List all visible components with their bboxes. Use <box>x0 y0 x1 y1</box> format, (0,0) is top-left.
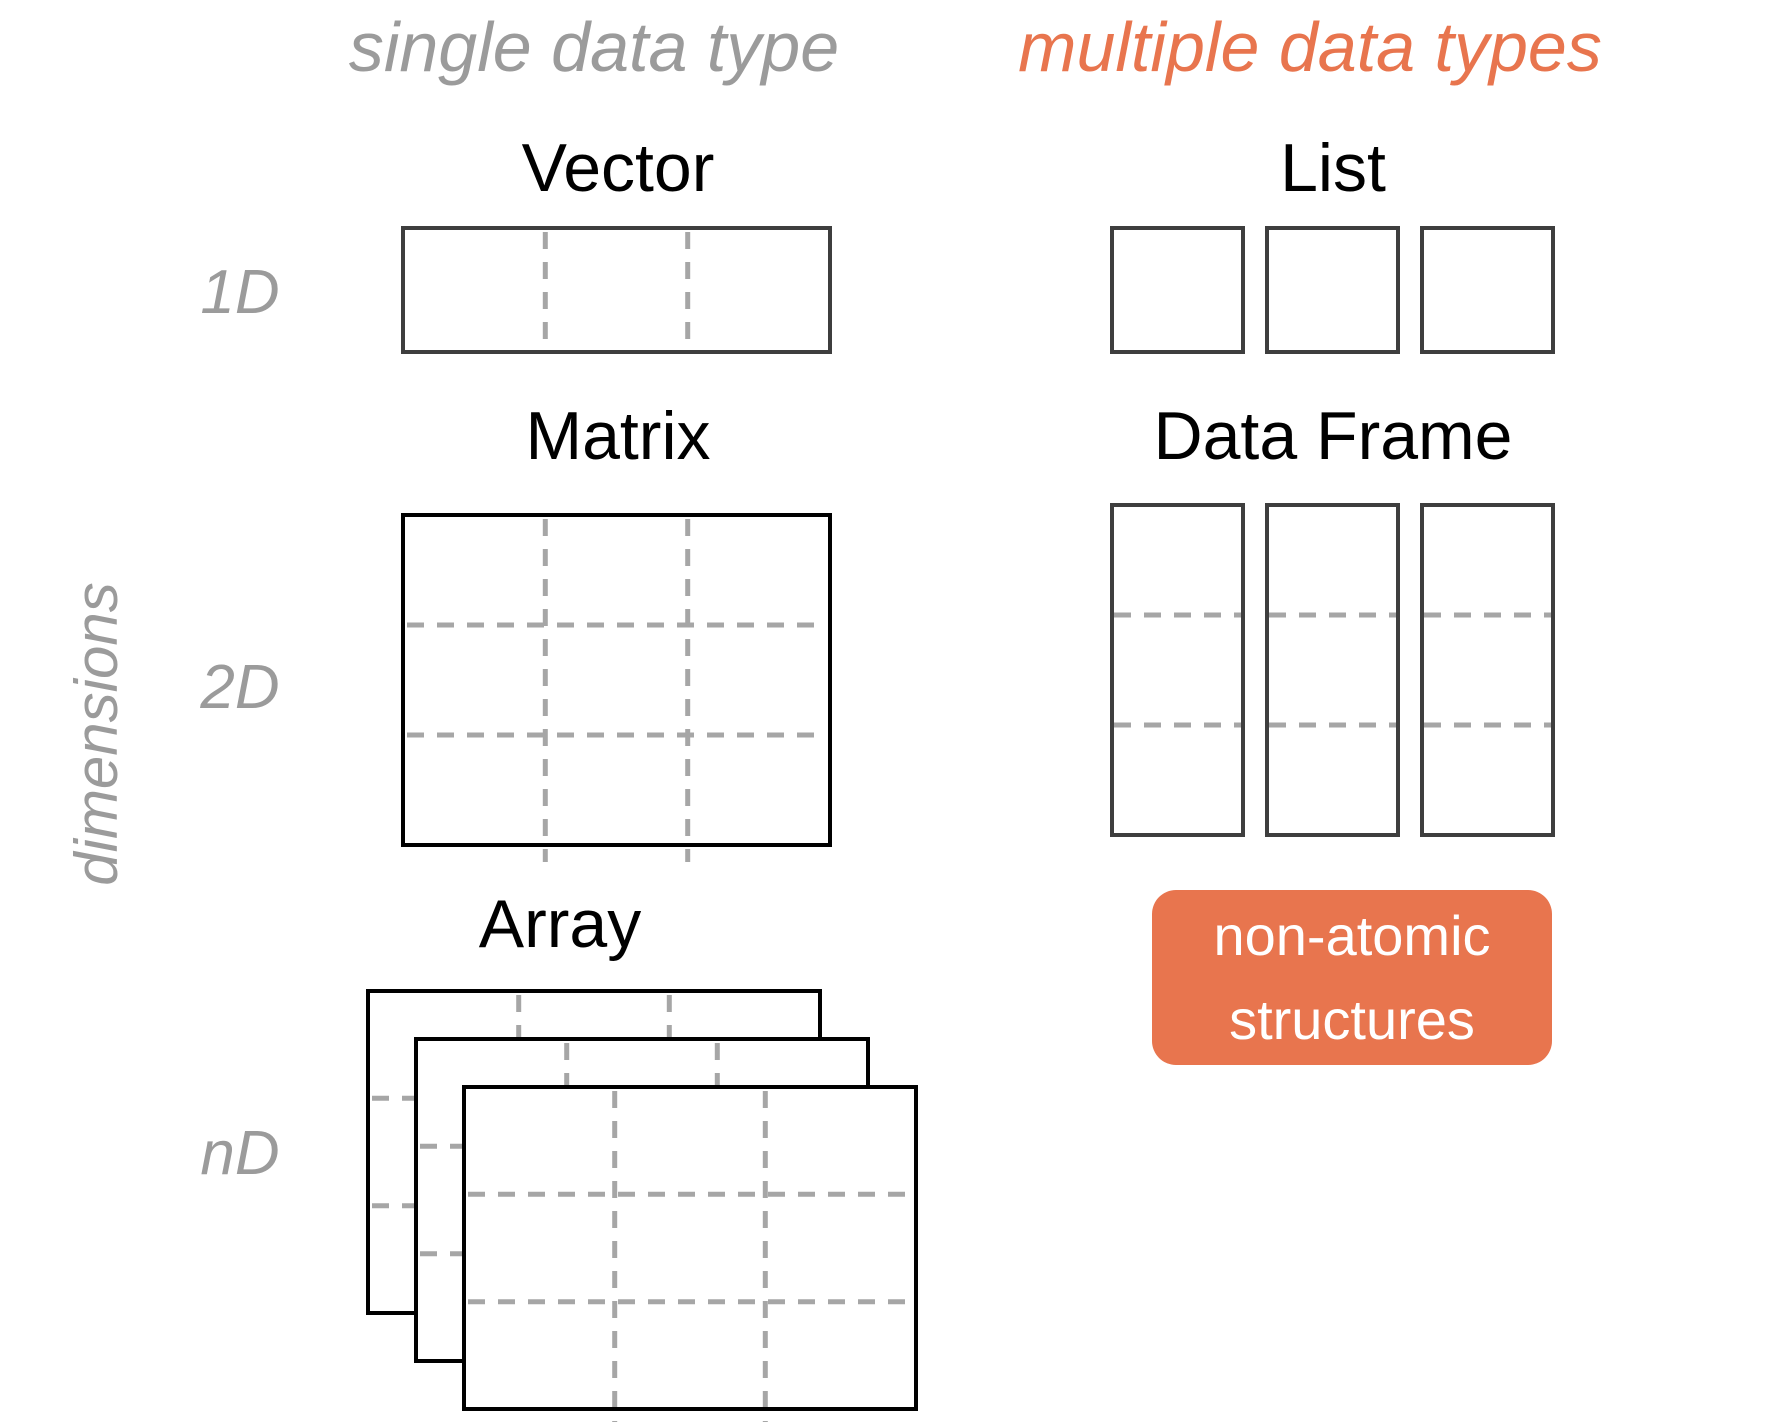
column-header-single-data-type: single data type <box>348 8 840 86</box>
matrix-label: Matrix <box>525 398 711 474</box>
list-shape <box>1110 226 1555 354</box>
array-layer-front <box>462 1085 918 1422</box>
data-frame-label: Data Frame <box>1153 398 1513 474</box>
list-item-box-1 <box>1110 226 1245 354</box>
matrix-box-fill <box>403 515 830 845</box>
data-frame-shape <box>1110 503 1555 837</box>
list-item-box-2 <box>1265 226 1400 354</box>
array-layer-front-grid <box>468 1091 912 1422</box>
list-label: List <box>1280 130 1386 206</box>
row-label-nd: nD <box>200 1119 280 1188</box>
matrix-grid-dashes <box>407 519 826 862</box>
row-label-2d: 2D <box>200 653 280 722</box>
vector-box <box>401 226 832 354</box>
vector-cell-dividers <box>542 232 691 350</box>
data-frame-column-2 <box>1265 503 1400 837</box>
vector-label: Vector <box>521 130 715 206</box>
row-label-1d: 1D <box>200 258 280 327</box>
data-frame-column-1 <box>1110 503 1245 837</box>
badge-line-1: non-atomic <box>1213 903 1491 967</box>
matrix-box-border <box>401 513 832 847</box>
matrix-shape <box>401 513 832 862</box>
column-header-multiple-data-types: multiple data types <box>1018 8 1602 86</box>
non-atomic-structures-badge: non-atomic structures <box>1152 890 1552 1065</box>
list-item-box-3 <box>1420 226 1555 354</box>
data-frame-row-dividers <box>1114 612 1551 728</box>
dimensions-axis-label: dimensions <box>63 582 130 886</box>
data-frame-column-3 <box>1420 503 1555 837</box>
badge-line-2: structures <box>1229 987 1475 1051</box>
array-shape <box>366 989 918 1422</box>
vector-shape <box>401 226 832 354</box>
array-label: Array <box>478 886 642 962</box>
